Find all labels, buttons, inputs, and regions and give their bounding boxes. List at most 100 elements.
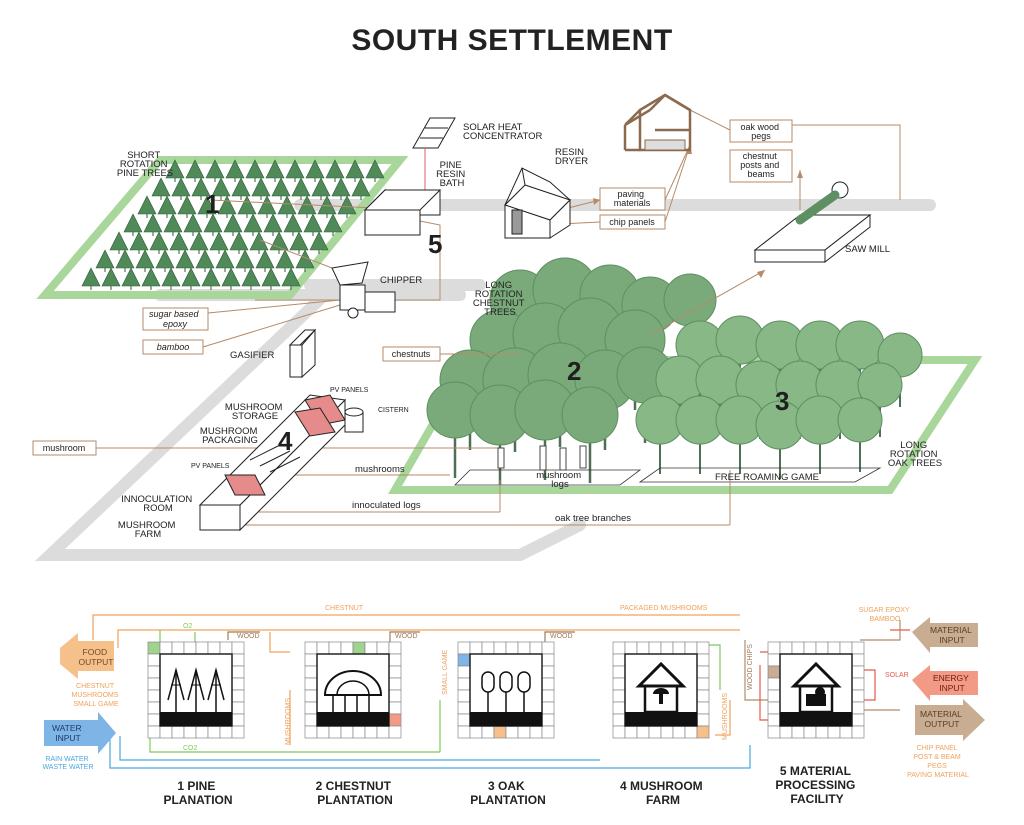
material-output-arrow [915,699,985,741]
house-icon-walls [643,684,679,714]
pv-panels-label-2: PV PANELS [191,463,230,470]
material-output-label: MATERIAL OUTPUT [920,709,964,729]
material-input-arrow [912,617,978,653]
module-caption-5: 5 MATERIAL PROCESSING FACILITY [775,764,858,806]
packaged-mushrooms-flow-label: PACKAGED MUSHROOMS [620,605,708,612]
io-arrows [44,617,985,754]
material-output-items: CHIP PANEL POST & BEAM PEGS PAVING MATER… [907,745,969,779]
paving-materials-tag: paving materials [614,189,651,208]
zone-number-2: 2 [567,356,581,386]
oak-canopy [837,397,883,443]
co2-label: CO2 [183,745,198,752]
pine-resin-bath [363,188,442,237]
zone-number-4: 4 [278,426,293,456]
module-caption-4: 4 MUSHROOM FARM [620,779,706,807]
chestnuts-tag: chestnuts [392,349,431,359]
food-items: CHESTNUT MUSHROOMS SMALL GAME [71,683,120,708]
chestnut-canopy [561,386,619,444]
saw-mill [753,181,872,264]
zone-number-3: 3 [775,386,789,416]
system-flows [92,614,910,769]
module-cell [388,725,402,739]
module-cell [696,725,710,739]
material-input-items: SUGAR EPOXY BAMBOO [859,607,912,623]
module-caption-1: 1 PINE PLANATION [163,779,232,807]
module-cell [541,725,555,739]
water-input-arrow [44,712,116,754]
pine-plantation-plot [36,156,409,299]
chipper [331,261,396,319]
system-modules [147,641,865,739]
module-4 [612,641,710,739]
energy-input-arrow [912,665,978,701]
bamboo-tag: bamboo [157,342,190,352]
small-game-label: SMALL GAME [442,649,449,695]
house-icon-walls [798,684,834,714]
chestnut-flow-label: CHESTNUT [325,605,364,612]
module-ground [317,712,389,726]
page-title: SOUTH SETTLEMENT [351,24,673,57]
chestnut-oak-canopy [426,257,923,486]
food-output-label: FOOD OUTPUT [79,647,114,667]
wood-label-1: WOOD [237,633,260,640]
chestnut-icon-inner [336,680,370,696]
chestnut-icon [323,670,383,696]
energy-input-label: ENERGY INPUT [933,673,971,693]
free-roaming-game-label: FREE ROAMING GAME [715,472,819,483]
mushroom-log-stacks [497,445,587,471]
oak-wood-pegs-tag: oak wood pegs [740,122,781,141]
wood-label-3: WOOD [550,633,573,640]
module-1 [147,641,245,739]
wood-chips-label: WOOD CHIPS [747,644,754,690]
chipper-label: CHIPPER [380,275,422,286]
mushroom-icon-stem [659,694,663,704]
module-caption-2: 2 CHESTNUT PLANTATION [316,779,395,807]
zone-number-5: 5 [428,229,442,259]
zone-number-1: 1 [205,189,219,219]
module-ground [160,712,232,726]
machine-icon-wheel [815,687,825,697]
module-cell [231,725,245,739]
water-input-label: WATER INPUT [52,723,84,743]
module-cell [851,725,865,739]
oak-branches-label: oak tree branches [555,513,631,524]
innoculation-room-label: INNOCULATION ROOM [121,494,195,514]
cistern-label: CISTERN [378,407,409,414]
oak-canopy [857,362,903,408]
sugar-epoxy-tag: sugar based epoxy [149,309,201,329]
module-ground [625,712,697,726]
solar-label: SOLAR [885,672,909,679]
mushrooms-flow-label: mushrooms [355,464,405,475]
wood-label-2: WOOD [395,633,418,640]
mushroom-logs-label: mushroom logs [536,470,584,490]
resin-dryer [504,167,571,239]
mushroom-icon [653,688,669,694]
machine-icon [806,694,826,706]
timber-frame-structure [623,93,692,152]
mushroom-farm-label: MUSHROOM FARM [118,520,178,540]
gasifier-label: GASIFIER [230,350,274,361]
oak-ground [638,467,882,483]
module-ground [780,712,852,726]
o2-label: O2 [183,623,192,630]
pine-trees [81,159,385,290]
short-rotation-pine-label: SHORT ROTATION PINE TREES [117,150,173,179]
module-ground [470,712,542,726]
mushroom-tag: mushroom [43,443,86,453]
long-chestnut-label: LONG ROTATION CHESTNUT TREES [473,280,527,318]
pine-resin-bath-label: PINE RESIN BATH [436,160,468,189]
solar-heat-label: SOLAR HEAT CONCENTRATOR [463,122,542,142]
solar-heat-concentrator [412,117,456,190]
mushroom-packaging-label: MUSHROOM PACKAGING [200,426,260,446]
gasifier [288,328,317,379]
mushroom-buildings [198,394,364,532]
module-5 [767,641,865,739]
label-boxes [32,119,793,456]
mushrooms-label-2: MUSHROOMS [722,693,729,740]
food-output-arrow [60,633,114,679]
module-3 [457,641,555,739]
module-2 [304,641,402,739]
resin-dryer-label: RESIN DRYER [555,147,588,167]
